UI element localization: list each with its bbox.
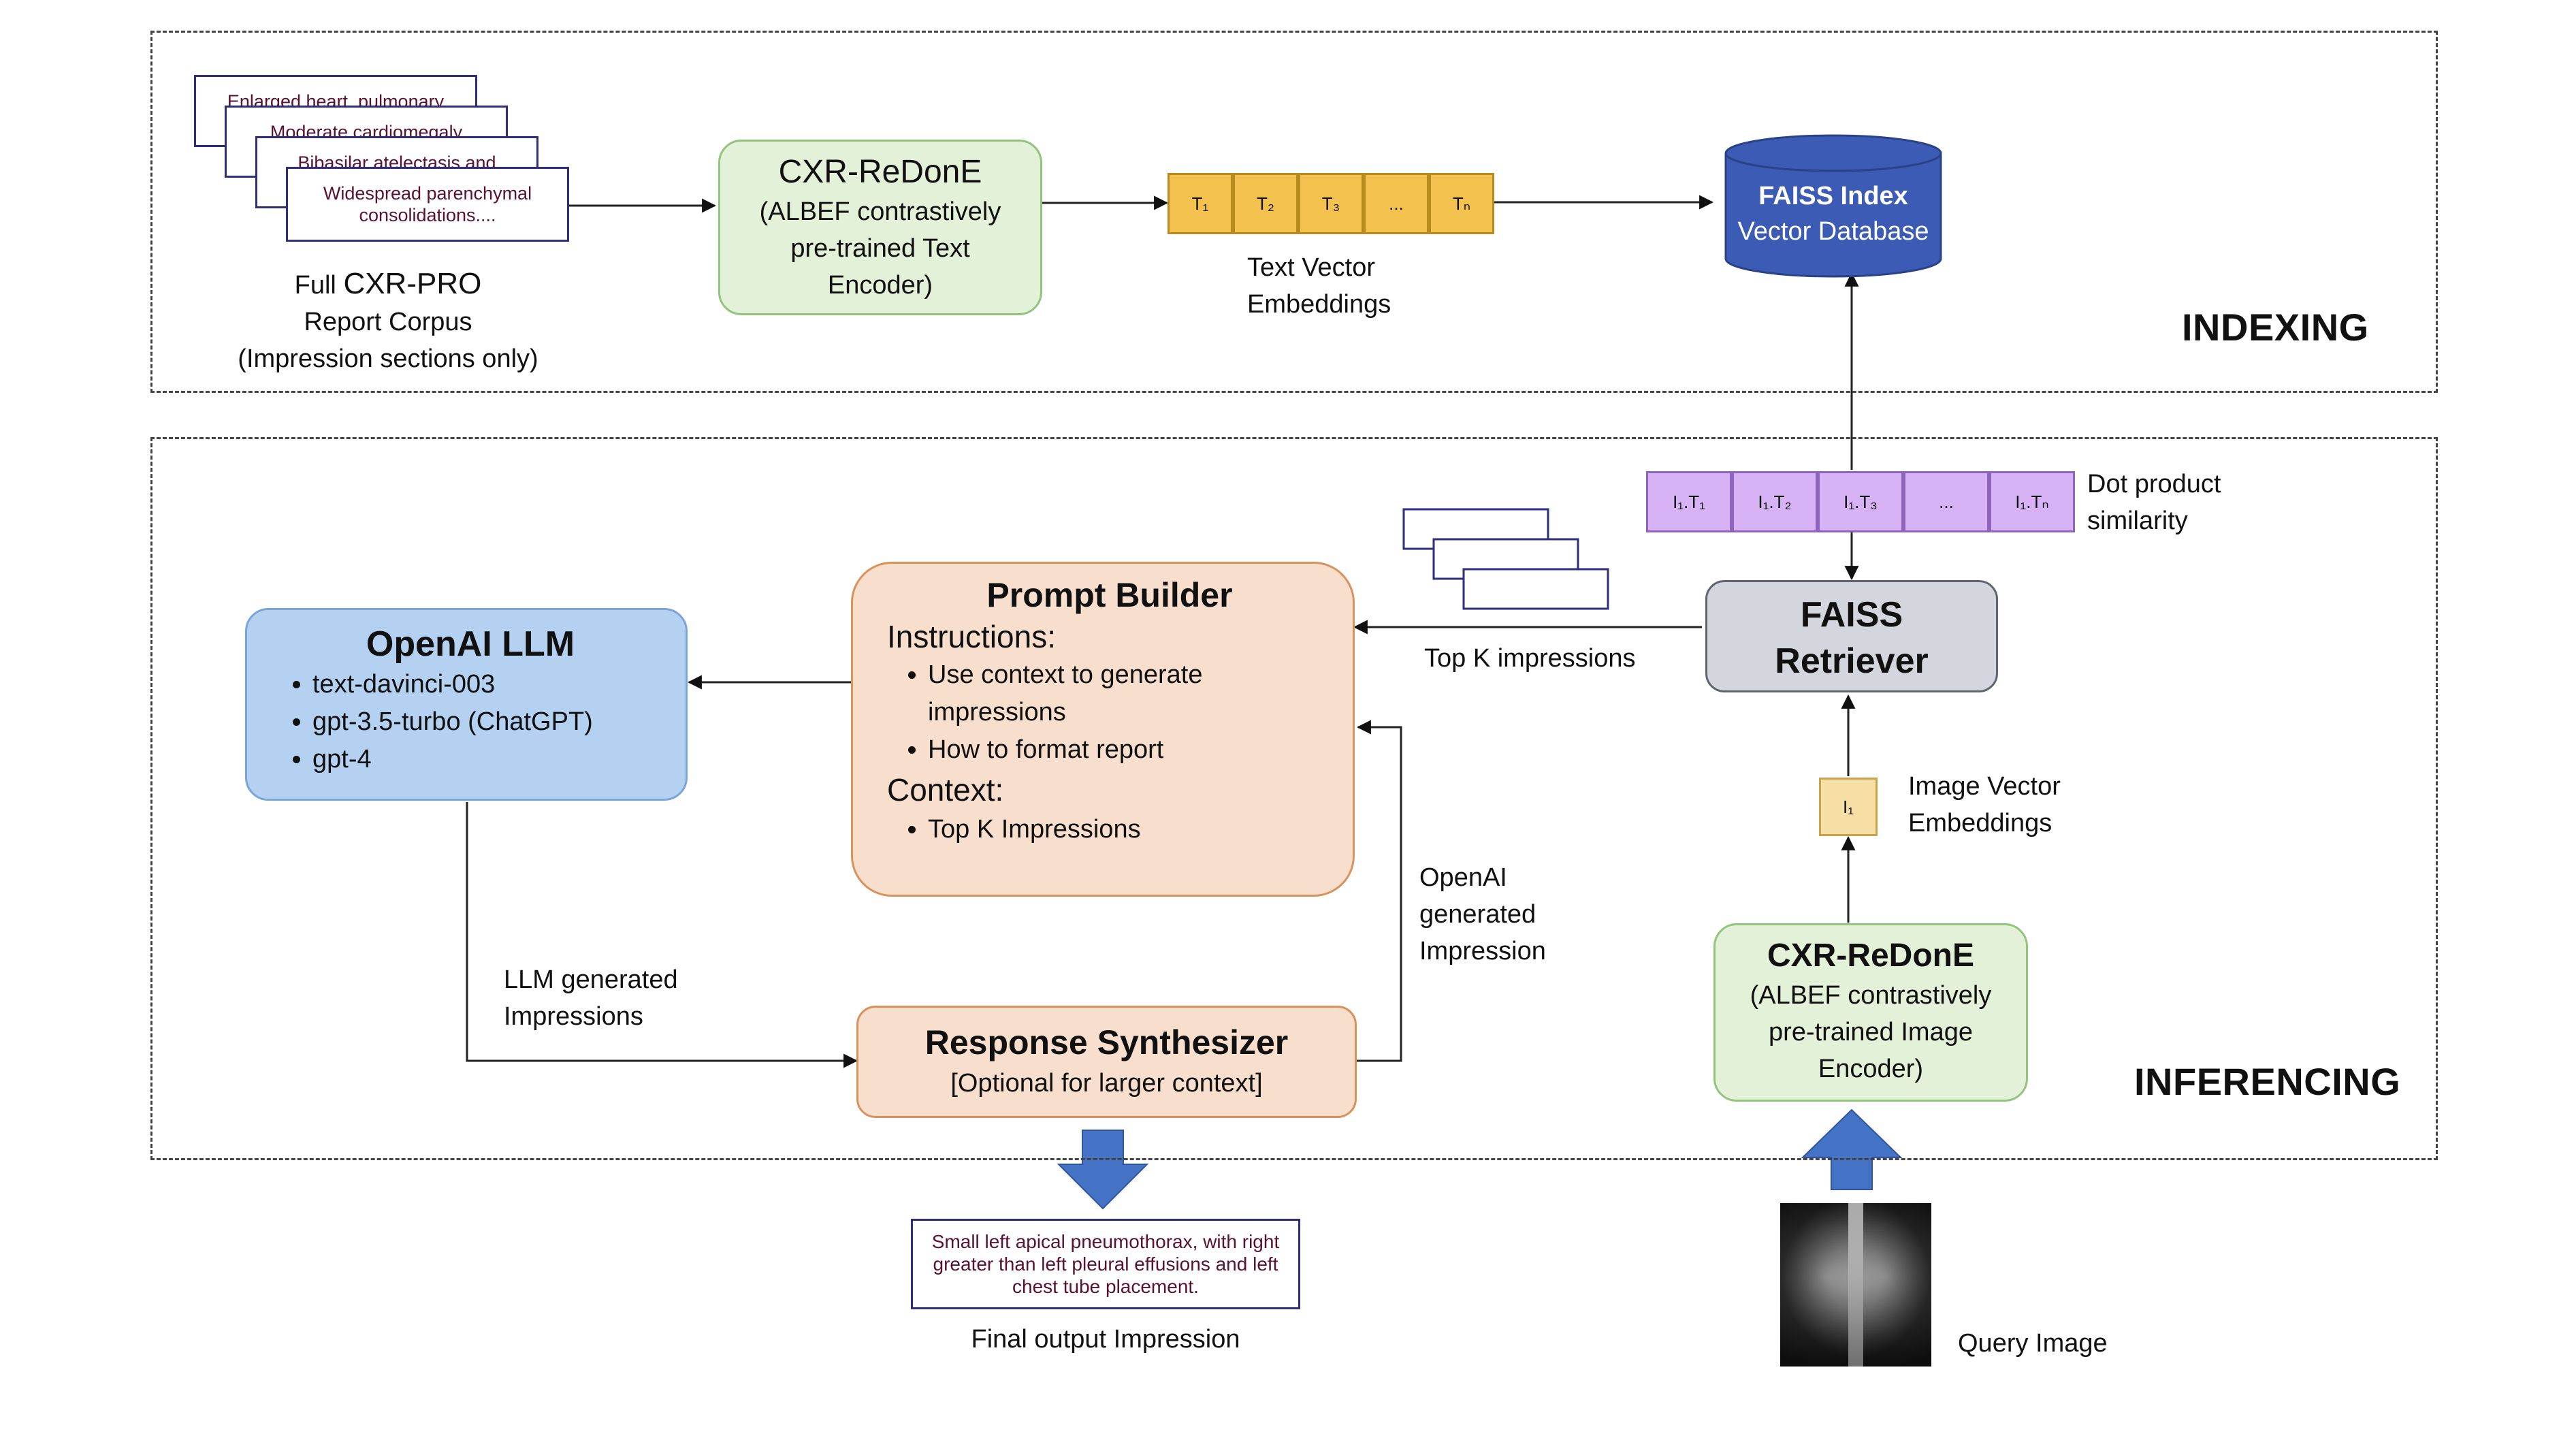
similarity-row: I₁.T₁ I₁.T₂ I₁.T₃ ... I₁.Tₙ (1646, 471, 2075, 532)
context-item: Top K Impressions (928, 811, 1332, 848)
instruction-item: Use context to generate impressions (928, 656, 1255, 731)
context-list: Top K Impressions (887, 811, 1332, 848)
openai-caption-1: OpenAI (1419, 863, 1507, 892)
openai-caption-3: Impression (1419, 937, 1546, 965)
openai-caption-2: generated (1419, 900, 1536, 929)
image-vector-caption: Image Vector Embeddings (1908, 768, 2061, 842)
llm-title: OpenAI LLM (366, 624, 575, 664)
text-vector-cell: ... (1364, 173, 1429, 234)
text-encoder-line1: (ALBEF contrastively (759, 197, 1001, 226)
text-encoder-line3: Encoder) (827, 271, 933, 300)
image-vector-caption-1: Image Vector (1908, 772, 2061, 801)
prompt-builder-title: Prompt Builder (986, 576, 1233, 614)
output-block-arrow (1057, 1130, 1149, 1210)
final-output-caption: Final output Impression (971, 1325, 1240, 1354)
similarity-cell: I₁.Tₙ (1989, 471, 2075, 532)
text-vector-caption-2: Embeddings (1247, 290, 1391, 319)
instructions-list: Use context to generate impressions How … (887, 656, 1332, 769)
image-encoder-title: CXR-ReDonE (1767, 938, 1974, 974)
similarity-cell: I₁.T₁ (1646, 471, 1732, 532)
llm-model-item: gpt-4 (312, 741, 669, 778)
top-k-caption: Top K impressions (1424, 644, 1636, 673)
image-vector-caption-2: Embeddings (1908, 809, 2052, 837)
query-xray-image (1780, 1203, 1931, 1367)
text-vector-caption-1: Text Vector (1247, 253, 1375, 282)
openai-generated-caption: OpenAI generated Impression (1419, 859, 1546, 970)
image-encoder-line1: (ALBEF contrastively (1750, 981, 1992, 1010)
retriever-line2: Retriever (1775, 641, 1929, 681)
similarity-caption: Dot product similarity (2087, 466, 2221, 539)
corpus-caption-line3: (Impression sections only) (238, 345, 538, 373)
inferencing-region (150, 437, 2438, 1160)
response-synthesizer-box: Response Synthesizer [Optional for large… (856, 1006, 1357, 1118)
text-vector-cell: T₃ (1298, 173, 1364, 234)
indexing-label: INDEXING (2182, 306, 2369, 349)
context-label: Context: (887, 772, 1004, 808)
llm-model-list: text-davinci-003 gpt-3.5-turbo (ChatGPT)… (272, 666, 669, 778)
final-output-text: Small left apical pneumothorax, with rig… (931, 1231, 1280, 1297)
similarity-cell: ... (1903, 471, 1989, 532)
image-encoder-line3: Encoder) (1818, 1055, 1924, 1083)
final-output-box: Small left apical pneumothorax, with rig… (911, 1219, 1300, 1309)
prompt-builder-box: Prompt Builder Instructions: Use context… (851, 562, 1355, 897)
text-encoder-box: CXR-ReDonE (ALBEF contrastively pre-trai… (718, 140, 1042, 315)
llm-generated-caption: LLM generated Impressions (504, 961, 678, 1035)
instructions-label: Instructions: (887, 619, 1056, 654)
instruction-item: How to format report (928, 731, 1332, 769)
text-vector-cell: T₁ (1168, 173, 1233, 234)
faiss-retriever-box: FAISS Retriever (1705, 580, 1998, 692)
image-vector-cell: I₁ (1819, 778, 1878, 836)
synth-title: Response Synthesizer (924, 1023, 1289, 1061)
corpus-caption-name: CXR-PRO (343, 267, 482, 300)
arrow-llm-to-synth (466, 802, 858, 1068)
llm-model-item: gpt-3.5-turbo (ChatGPT) (312, 703, 669, 741)
llm-model-item: text-davinci-003 (312, 666, 669, 703)
llm-caption-2: Impressions (504, 1002, 643, 1031)
similarity-caption-2: similarity (2087, 507, 2188, 535)
similarity-caption-1: Dot product (2087, 470, 2221, 498)
inferencing-label: INFERENCING (2134, 1060, 2401, 1103)
similarity-cell: I₁.T₂ (1732, 471, 1818, 532)
query-block-arrow (1801, 1108, 1903, 1190)
image-encoder-box: CXR-ReDonE (ALBEF contrastively pre-trai… (1713, 923, 2028, 1102)
corpus-doc-front: Widespread parenchymal consolidations...… (286, 167, 569, 242)
image-encoder-line2: pre-trained Image (1769, 1018, 1973, 1046)
text-vector-cell: T₂ (1233, 173, 1298, 234)
text-encoder-title: CXR-ReDonE (778, 154, 982, 190)
arrow-synth-to-prompt (1356, 720, 1402, 1062)
corpus-caption-line2: Report Corpus (304, 308, 472, 336)
openai-llm-box: OpenAI LLM text-davinci-003 gpt-3.5-turb… (245, 608, 688, 801)
corpus-caption-prefix: Full (294, 271, 344, 300)
xray-spine (1848, 1203, 1863, 1367)
query-image-caption: Query Image (1958, 1329, 2108, 1358)
indexing-region (150, 31, 2438, 393)
vector-database-cylinder (1724, 134, 1942, 278)
retriever-line1: FAISS (1800, 595, 1903, 635)
synth-subtitle: [Optional for larger context] (950, 1069, 1263, 1098)
vector-database: FAISS Index Vector Database (1726, 178, 1941, 249)
text-vector-cell: Tₙ (1429, 173, 1494, 234)
text-vector-caption: Text Vector Embeddings (1247, 249, 1391, 323)
llm-caption-1: LLM generated (504, 965, 678, 994)
corpus-caption: Full CXR-PRO Report Corpus (Impression s… (204, 266, 572, 377)
db-subtitle: Vector Database (1737, 217, 1929, 246)
text-encoder-line2: pre-trained Text (790, 234, 970, 263)
db-title: FAISS Index (1758, 182, 1908, 210)
corpus-doc-text: Widespread parenchymal consolidations...… (323, 183, 532, 225)
text-vector-row: T₁ T₂ T₃ ... Tₙ (1168, 173, 1494, 234)
similarity-cell: I₁.T₃ (1818, 471, 1903, 532)
topk-doc (1462, 568, 1609, 610)
